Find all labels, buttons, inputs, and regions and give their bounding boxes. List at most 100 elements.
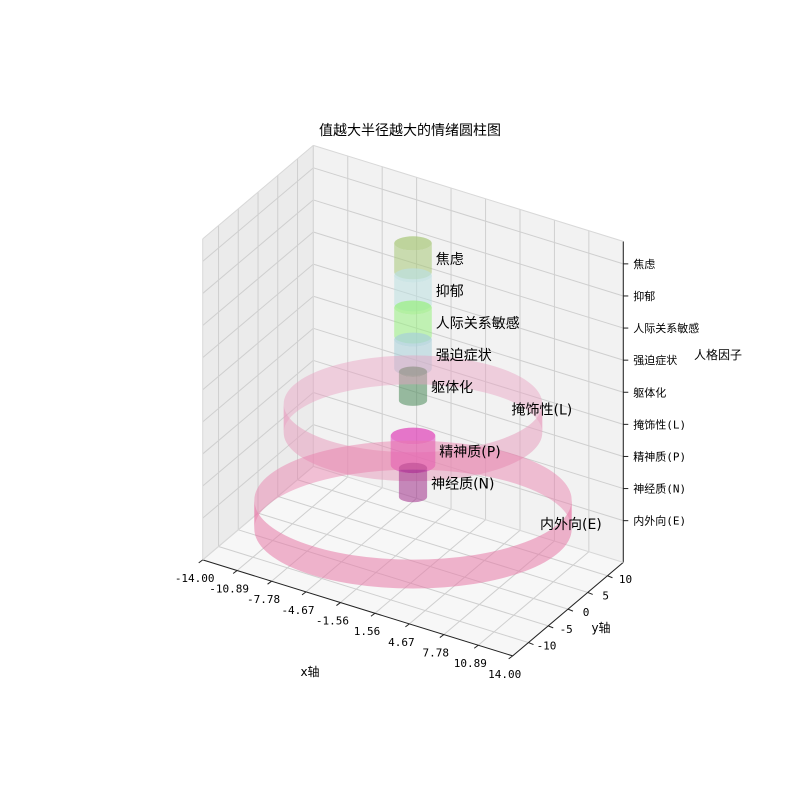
cylinder-top [390, 427, 436, 445]
cylinder-top [394, 236, 432, 251]
cylinder-4 [398, 366, 428, 406]
x-tick-label: -4.67 [281, 604, 314, 617]
cylinder-top [398, 462, 428, 474]
cylinder-label: 抑郁 [436, 284, 464, 300]
z-tick-label: 神经质(N) [633, 482, 686, 496]
y-tick-mark [607, 575, 613, 579]
cylinder-label: 掩饰性(L) [512, 403, 573, 419]
y-tick-label: 10 [619, 573, 632, 586]
cylinder-label: 精神质(P) [439, 444, 500, 460]
grid-line [202, 360, 314, 455]
x-tick-mark [232, 570, 238, 574]
cylinder-5 [394, 332, 432, 376]
cylinder-label: 人际关系敏感 [436, 315, 520, 332]
y-axis-label: y轴 [591, 620, 610, 635]
tick-labels: -14.00-10.89-7.78-4.67-1.56 1.56 4.67 7.78 1… [175, 258, 699, 681]
cylinder-label: 焦虑 [436, 252, 464, 268]
z-tick-label: 焦虑 [633, 258, 655, 271]
cylinder-side [283, 403, 543, 482]
x-tick-mark [508, 655, 513, 660]
cylinder-label: 神经质(N) [431, 477, 494, 493]
chart-title: 值越大半径越大的情绪圆柱图 [319, 123, 501, 139]
z-tick-label: 内外向(E) [633, 514, 686, 528]
grid-line [202, 295, 314, 391]
x-axis-line [202, 559, 513, 657]
cylinder-0 [254, 440, 572, 589]
cylinder-back [283, 355, 543, 433]
cylinder-label: 躯体化 [431, 380, 473, 396]
y-tick-label: -10 [537, 640, 557, 653]
cylinder-top [394, 268, 432, 283]
grid-line [218, 546, 529, 644]
x-tick-mark [370, 612, 376, 617]
x-tick-mark [405, 623, 410, 628]
cylinder-side [254, 500, 572, 589]
grid-line [313, 295, 624, 393]
z-tick-label: 强迫症状 [633, 353, 677, 367]
cylinder-top [398, 366, 428, 378]
cylinder-bodies [254, 236, 572, 589]
pane-edge [202, 144, 314, 240]
x-tick-mark [473, 644, 479, 649]
cylinder-label: 强迫症状 [436, 348, 492, 364]
y-tick-mark [587, 591, 593, 595]
z-tick-label: 掩饰性(L) [633, 417, 686, 431]
grid-line [313, 392, 624, 490]
y-tick-label: 5 [602, 590, 609, 603]
grid-line [202, 199, 314, 294]
x-tick-label: 1.56 [354, 625, 381, 638]
x-tick-mark [198, 559, 204, 564]
grid-line [313, 199, 624, 297]
cylinder-top [394, 300, 432, 315]
grid-line [313, 263, 624, 361]
y-tick-mark [528, 642, 534, 646]
cylinder-side [398, 371, 428, 406]
z-tick-label: 抑郁 [633, 289, 655, 303]
x-tick-label: 7.78 [423, 647, 450, 660]
x-tick-label: 10.89 [454, 657, 487, 670]
z-tick-label: 精神质(P) [633, 450, 686, 464]
x-tick-label: -14.00 [175, 572, 215, 585]
grid-line [202, 392, 314, 487]
cylinder-side [398, 468, 428, 503]
cylinder-label: 内外向(E) [540, 517, 602, 533]
cylinder-2 [390, 427, 436, 474]
grid-line [277, 495, 588, 593]
grid-line [202, 327, 314, 423]
y-tick-label: 0 [583, 606, 590, 619]
x-tick-mark [336, 602, 341, 606]
grid-line [202, 167, 314, 262]
z-tick-label: 人际关系敏感 [633, 321, 699, 335]
z-axis-label: 人格因子 [694, 347, 742, 362]
grid-line [297, 479, 608, 577]
cylinder-top [394, 332, 432, 347]
x-tick-mark [439, 634, 445, 638]
y-tick-label: -5 [560, 623, 573, 636]
cylinder-side [390, 435, 436, 474]
z-tick-label: 躯体化 [633, 385, 666, 399]
x-tick-label: -1.56 [316, 615, 349, 628]
x-tick-label: -10.89 [209, 583, 249, 596]
pane-edge [313, 465, 624, 563]
grid-line [202, 263, 314, 359]
grid-line [313, 231, 624, 329]
grid-line [313, 327, 624, 425]
x-tick-mark [267, 580, 272, 585]
x-tick-label: 14.00 [488, 668, 521, 681]
x-axis-label: x轴 [300, 664, 319, 679]
cylinder-back [254, 440, 572, 530]
cylinder-1 [398, 462, 428, 503]
x-tick-mark [301, 591, 307, 596]
pane-edge [313, 144, 624, 242]
y-tick-mark [548, 625, 554, 629]
x-tick-label: 4.67 [388, 636, 415, 649]
grid-line [202, 231, 314, 326]
grid-line [313, 167, 624, 265]
cylinder-side [394, 339, 432, 376]
cylinder-3 [283, 355, 543, 482]
grid-line [313, 359, 624, 457]
y-tick-mark [567, 608, 574, 612]
x-tick-label: -7.78 [247, 593, 280, 606]
